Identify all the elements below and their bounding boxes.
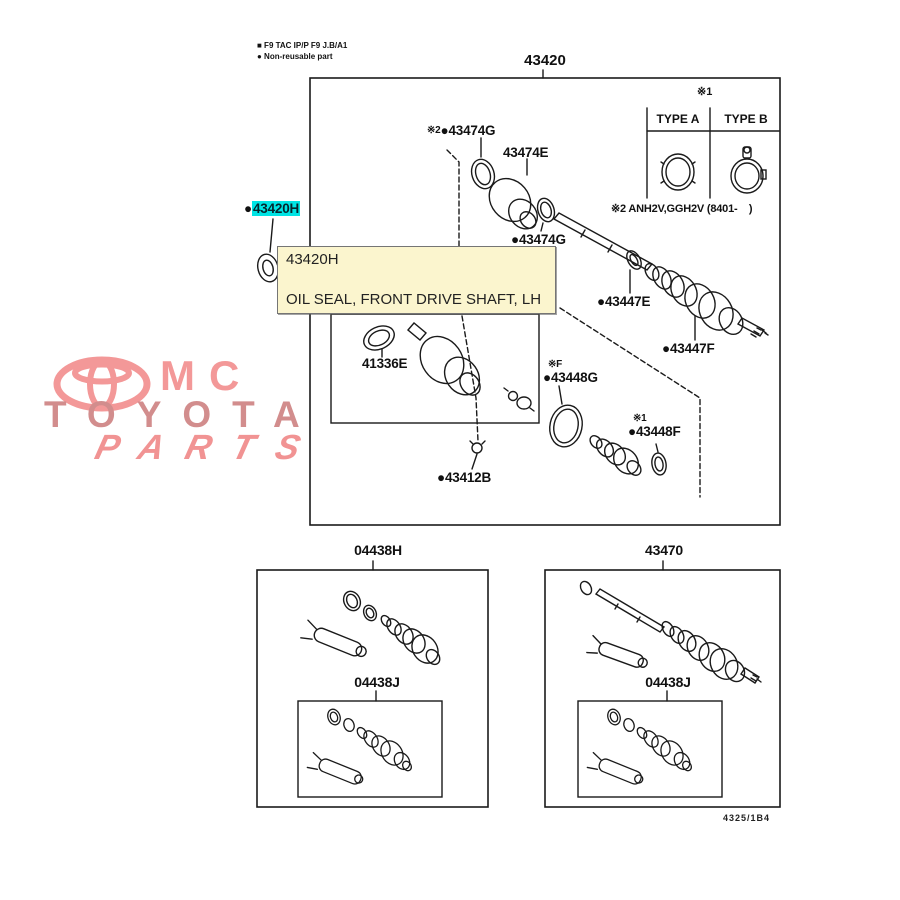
toyota-logo-icon — [53, 356, 151, 412]
part-label-43412b[interactable]: ●43412B — [437, 470, 492, 485]
part-tooltip: 43420H OIL SEAL, FRONT DRIVE SHAFT, LH — [277, 246, 556, 314]
shaft-kit-43470-drawing — [579, 580, 762, 684]
type-b-clamp-drawing — [730, 146, 767, 194]
non-reusable-bullet: ● — [244, 201, 252, 216]
part-label-43474e[interactable]: 43474E — [503, 145, 549, 160]
kit-box-04438h — [256, 569, 489, 808]
note-mark: ※1 — [633, 413, 647, 424]
front-drive-shaft-assembly-drawing — [256, 137, 769, 341]
kit-label-04438j-left[interactable]: 04438J — [354, 674, 400, 690]
part-label-43448g[interactable]: ※F ●43448G — [543, 359, 598, 386]
type-table-note: ※1 — [697, 86, 713, 98]
model-applicability-footnote: ※2 ANH2V,GGH2V (8401- ) — [611, 203, 753, 215]
watermark-brand-mid: TOYOTA — [44, 394, 321, 435]
part-label-43420h-selected[interactable]: ●43420H — [244, 201, 301, 216]
kit-label-04438j-right[interactable]: 04438J — [645, 674, 691, 690]
kit-box-04438j-right — [577, 700, 723, 798]
type-a-clamp-drawing — [660, 153, 696, 191]
part-label-43448f[interactable]: ※1 ●43448F — [628, 413, 681, 440]
watermark-brand-top: MC — [160, 352, 254, 399]
legend-line-2: ● Non-reusable part — [257, 52, 333, 61]
watermark: MC TOYOTA PARTS — [40, 352, 360, 482]
inner-joint-detail-box — [330, 313, 540, 424]
inboard-joint-detail-drawing — [363, 322, 535, 470]
part-label-43474g-mid[interactable]: ●43474G — [511, 232, 566, 247]
type-a-header: TYPE A — [656, 112, 700, 126]
kit-box-04438j-left — [297, 700, 443, 798]
note-mark: ※F — [548, 359, 563, 370]
figure-code: 4325/1B4 — [723, 813, 771, 823]
kit-box-43470 — [544, 569, 781, 808]
part-label-43447f[interactable]: ●43447F — [662, 341, 715, 356]
type-table-lines — [646, 107, 780, 199]
note-mark: ※2 — [427, 125, 441, 136]
part-label-43447e[interactable]: ●43447E — [597, 294, 651, 309]
part-label-43474g-upper[interactable]: ※2●43474G — [427, 123, 496, 138]
boot-kit-04438h-drawing — [300, 590, 441, 666]
reference-dashed-lines — [446, 149, 701, 498]
tooltip-part-number: 43420H — [286, 251, 339, 268]
highlighted-part-number: 43420H — [251, 201, 301, 216]
tooltip-description: OIL SEAL, FRONT DRIVE SHAFT, LH — [286, 291, 542, 308]
legend-line-1: ■ F9 TAC IP/P F9 J.B/A1 — [257, 41, 348, 50]
type-b-header: TYPE B — [724, 112, 768, 126]
kit-label-04438h[interactable]: 04438H — [354, 542, 402, 558]
boot-clamp-43448-drawing — [549, 385, 667, 476]
assembly-number-label[interactable]: 43420 — [524, 52, 566, 69]
kit-label-43470[interactable]: 43470 — [645, 542, 683, 558]
legend: ■ F9 TAC IP/P F9 J.B/A1 ● Non-reusable p… — [257, 40, 347, 62]
part-label-41336e[interactable]: 41336E — [362, 356, 408, 371]
